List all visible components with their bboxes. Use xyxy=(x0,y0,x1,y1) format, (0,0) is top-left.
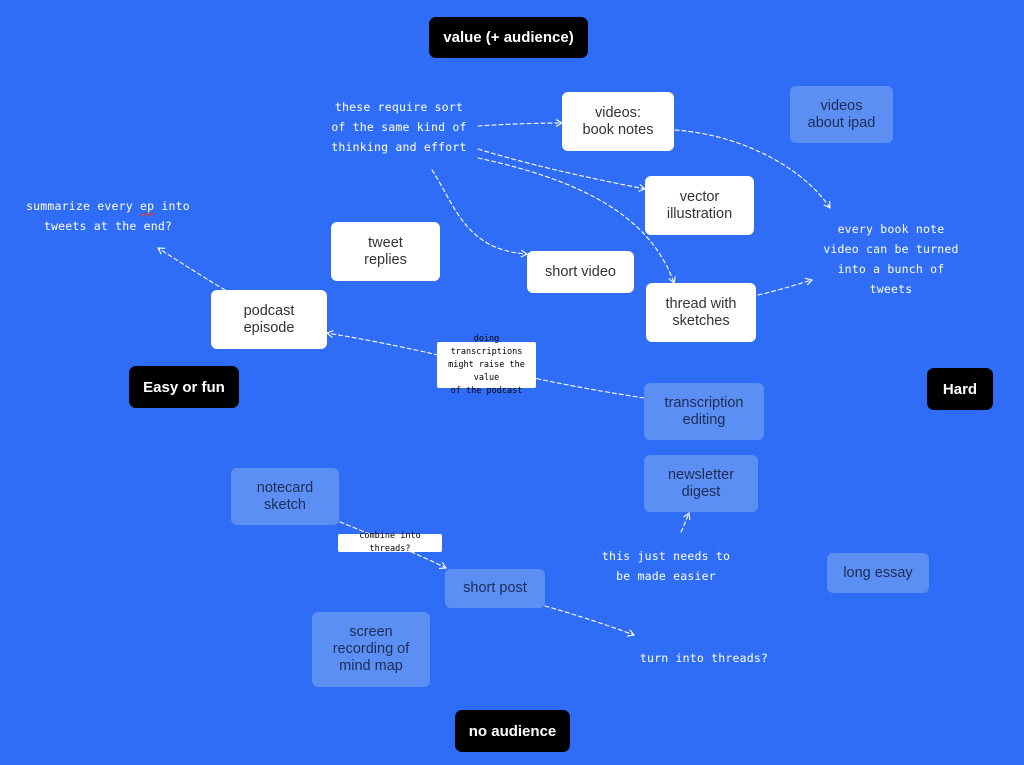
card-videos-about-ipad[interactable]: videos about ipad xyxy=(790,86,893,143)
note-summarize-episodes: summarize every ep into tweets at the en… xyxy=(22,196,194,236)
card-tweet-replies[interactable]: tweet replies xyxy=(331,222,440,281)
arrow-made-easier-to-newsletter xyxy=(680,511,691,533)
tag-combine-into-threads: combine into threads? xyxy=(338,531,442,554)
arrow-podcast-to-summarize xyxy=(157,247,226,291)
arrow-to-vector-illustration xyxy=(477,148,647,192)
arrow-to-book-notes xyxy=(477,119,564,127)
axis-label-left: Easy or fun xyxy=(129,366,239,408)
card-videos-book-notes[interactable]: videos: book notes xyxy=(562,92,674,151)
note-summarize-prefix: summarize every xyxy=(26,199,141,213)
card-short-post[interactable]: short post xyxy=(445,569,545,608)
card-podcast-episode[interactable]: podcast episode xyxy=(211,290,327,349)
card-newsletter-digest[interactable]: newsletter digest xyxy=(644,455,758,512)
arrow-to-short-video xyxy=(431,169,529,258)
note-turn-into-threads: turn into threads? xyxy=(639,651,769,665)
card-notecard-sketch[interactable]: notecard sketch xyxy=(231,468,339,525)
axis-label-bottom: no audience xyxy=(455,710,570,752)
note-summarize-ep: ep xyxy=(140,199,155,213)
note-same-thinking: these require sort of the same kind of t… xyxy=(331,100,467,154)
arrow-short-post-to-threads xyxy=(544,605,636,637)
arrow-thread-to-tweets xyxy=(757,277,814,296)
card-thread-with-sketches[interactable]: thread with sketches xyxy=(646,283,756,342)
card-vector-illustration[interactable]: vector illustration xyxy=(645,176,754,235)
note-summarize-suffix: into tweets at the end? xyxy=(43,199,190,233)
axis-label-right: Hard xyxy=(927,368,993,410)
note-book-note-tweets: every book note video can be turned into… xyxy=(823,222,959,296)
tag-transcriptions-value: doing transcriptions might raise the val… xyxy=(437,334,536,396)
card-short-video[interactable]: short video xyxy=(527,251,634,293)
axis-label-top: value (+ audience) xyxy=(429,17,588,58)
card-long-essay[interactable]: long essay xyxy=(827,553,929,593)
card-transcription-editing[interactable]: transcription editing xyxy=(644,383,764,440)
card-screen-recording[interactable]: screen recording of mind map xyxy=(312,612,430,687)
note-made-easier: this just needs to be made easier xyxy=(601,549,731,583)
